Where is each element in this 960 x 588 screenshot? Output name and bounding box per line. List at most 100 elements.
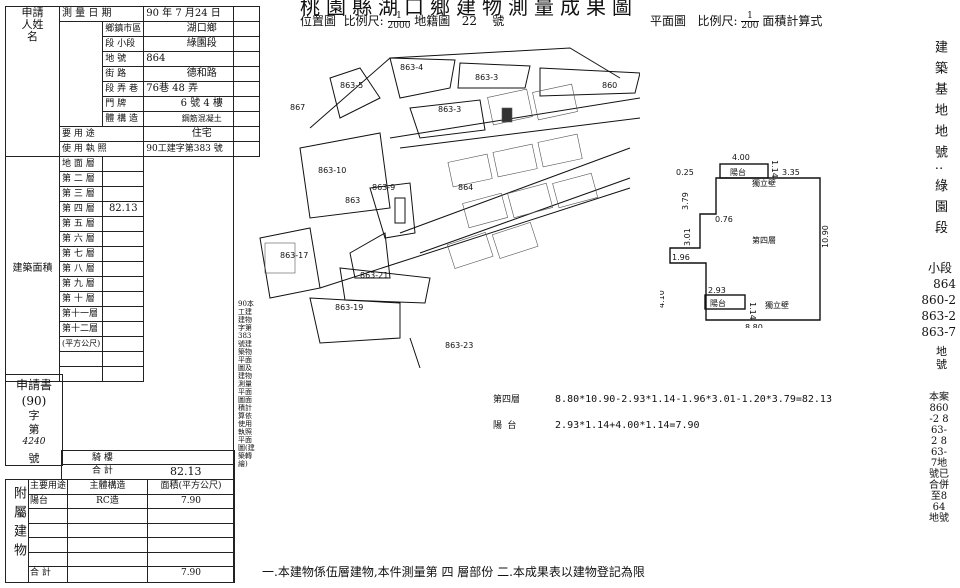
lot-label: 863 [345,196,360,205]
area-side-label: 建築面積 [5,156,60,382]
street-label: 街 路 [102,66,145,82]
floor-area [102,171,145,187]
sheet-no: 22 [461,14,478,28]
side-note: 90本工建建物字第383號建築物平面圖及建物測量平面圖面積計算依使用執照平面圖(… [238,300,255,468]
lot-label: 867 [290,103,305,112]
township-value: 湖口鄉 [143,21,261,37]
attach-label-cell: 附屬建物 [6,480,29,582]
use-value: 住宅 [143,126,261,142]
plan-label: 獨立壁 [765,300,789,310]
calc-balcony-formula: 2.93*1.14+4.00*1.14=7.90 [555,420,700,431]
lot-label: 863-17 [280,251,308,260]
permit-label: 使 用 執 照 [58,141,145,157]
base-lot-item: 863-7 [921,325,956,339]
floor-label: 第 七 層 [58,246,104,262]
floor-label: 第十一層 [58,306,104,322]
number-label: 門 牌 [102,96,145,112]
lot-suffix: 地號 [936,345,947,371]
floor-area [102,306,145,322]
calc-floor-line: 第四層 8.80*10.90-2.93*1.14-1.96*3.01-1.20*… [493,392,832,405]
location-label: 位置圖 [300,14,337,28]
plan-label: 第四層 [752,235,776,245]
structure-label: 體 構 造 [102,111,145,127]
lot-label: 860 [602,81,617,90]
side-divider [233,6,240,582]
application-doc-box: 申請書 (90) 字 第 4240 號 [5,374,63,466]
lot-label: 863-3 [438,105,461,114]
plan-label: 4.00 [732,153,750,162]
floor-area: 82.13 [102,201,145,217]
floor-label: 第 三 層 [58,186,104,202]
floor-label: 第十二層 [58,321,104,337]
floor-area [102,276,145,292]
floor-label: 第 四 層 [58,201,104,217]
location-group [58,21,104,127]
plan-label: 0.25 [676,168,694,177]
floor-area [102,231,145,247]
calc-floor-formula: 8.80*10.90-2.93*1.14-1.96*3.01-1.20*3.79… [555,394,832,405]
plan-label: 8.80 [745,323,763,328]
township-label: 鄉鎮市區 [102,21,145,37]
sheet-label: 地籍圖 [414,14,451,28]
location-map-header: 位置圖 比例尺: 1 2000 地籍圖 22 號 [300,12,504,31]
page-title: 桃園縣湖口鄉建物測量成果圖 [300,0,638,19]
arcade-label: 騎 樓 [92,453,113,463]
date-label: 測 量 日 期 [58,6,145,22]
floor-area [102,321,145,337]
attach-cell [148,538,234,553]
floor-area [102,186,145,202]
lot-label: 地 號 [102,51,145,67]
attach-total-cell: 7.90 [180,568,202,579]
footer-note: 一.本建物係伍層建物,本件測量第 四 層部份 二.本成果表以建物登記為限 [262,565,645,579]
small-section-label: 小段 [928,261,953,275]
sheet-hao: 號 [492,14,505,28]
plan-outline [669,163,821,321]
calc-floor-label: 第四層 [493,395,521,405]
attach-cell [68,523,148,539]
street-value: 德和路 [143,66,261,82]
plan-label: 3.01 [683,228,692,246]
building-info-form: 申請人姓名 測 量 日 期 90 年 7 月24 日 鄉鎮市區湖口鄉 段 小段綠… [5,6,261,382]
map-scale-num: 1 [387,12,411,22]
app-doc-num: 4240 [22,437,46,447]
plan-header: 平面圖 比例尺: 1 200 面積計算式 [650,12,822,31]
attach-cell [28,538,68,553]
app-doc-year: (90) [21,394,47,408]
plan-scale-fraction: 1 200 [741,12,759,31]
lot-label: 863-21 [360,271,388,280]
lot-label: 863-5 [340,81,363,90]
plan-label: 4.10 [660,290,666,308]
attach-cell [68,509,148,524]
lot-value: 864 [143,51,261,67]
attach-cell: RC造 [68,494,148,510]
floor-area [102,366,145,382]
floor-area [102,216,145,232]
lot-label: 863-19 [335,303,363,312]
floor-area [102,336,145,352]
attach-label: 附屬建物 [11,486,26,562]
map-scale-fraction: 1 2000 [387,12,411,31]
floor-label: 第 九 層 [58,276,104,292]
base-lot-heading: 建築基地地號:綠園段 [932,40,947,242]
floor-label [58,351,104,367]
lot-label: 863-9 [372,183,395,192]
plan-label: 1.14 [770,160,779,178]
plan-label: 陽台 [710,298,726,308]
base-lot-item: 864 [933,277,956,291]
attach-cell [28,552,68,568]
attach-cell [68,538,148,553]
lane-label: 段 弄 巷 [102,81,145,97]
map-scale-den: 2000 [387,21,411,31]
floor-label: 第 六 層 [58,231,104,247]
plan-label: 1.14 [748,302,757,320]
section-value: 綠園段 [143,36,261,52]
plan-label: 陽台 [730,167,746,177]
attach-cell [148,553,234,568]
lot-label: 863-10 [318,166,346,175]
total-label: 合 計 [92,466,113,476]
plan-label: 3.35 [782,168,800,177]
floor-label: 第 八 層 [58,261,104,277]
floor-label: (平方公尺) [58,336,104,352]
